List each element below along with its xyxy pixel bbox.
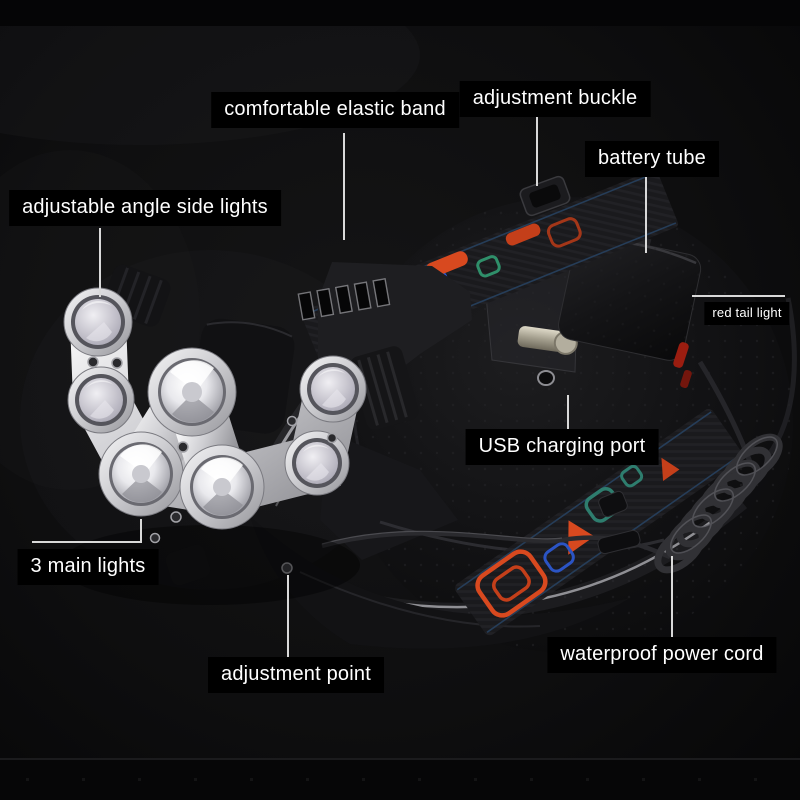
label-usb-port: USB charging port xyxy=(465,429,659,465)
label-adjustment-buckle: adjustment buckle xyxy=(459,81,651,117)
side-light xyxy=(67,366,135,434)
red-tail-light xyxy=(673,342,692,389)
callout-line-red-tail-light xyxy=(692,295,785,297)
label-red-tail-light: red tail light xyxy=(704,302,790,326)
label-side-lights: adjustable angle side lights xyxy=(9,190,281,226)
adjustment-buckle xyxy=(519,175,571,217)
torch-head-barrel xyxy=(350,346,419,430)
label-power-cord: waterproof power cord xyxy=(547,637,777,673)
side-light xyxy=(284,430,350,496)
battery-pack xyxy=(558,233,702,361)
label-elastic-band: comfortable elastic band xyxy=(211,92,459,128)
callout-line-main-lights-vertical xyxy=(140,519,142,543)
main-light xyxy=(98,431,184,517)
power-cable xyxy=(321,490,671,560)
callout-line-main-lights-horizontal xyxy=(32,541,142,543)
main-light xyxy=(147,347,237,437)
callout-line-adjustment-buckle xyxy=(536,116,538,186)
coiled-cord xyxy=(654,433,783,574)
callout-line-usb-port xyxy=(567,395,569,433)
side-light xyxy=(299,355,367,423)
callout-line-power-cord xyxy=(671,556,673,638)
callout-line-adjustment-point xyxy=(287,575,289,660)
label-adjustment-point: adjustment point xyxy=(208,657,384,693)
callout-line-battery-tube xyxy=(645,176,647,253)
callout-line-elastic-band xyxy=(343,133,345,240)
callout-line-side-lights xyxy=(99,228,101,297)
lamp-cluster xyxy=(60,264,419,605)
side-light xyxy=(63,287,133,357)
label-main-lights: 3 main lights xyxy=(17,549,159,585)
bracket-screws xyxy=(87,356,338,544)
label-battery-tube: battery tube xyxy=(584,141,720,177)
main-light xyxy=(179,444,265,530)
